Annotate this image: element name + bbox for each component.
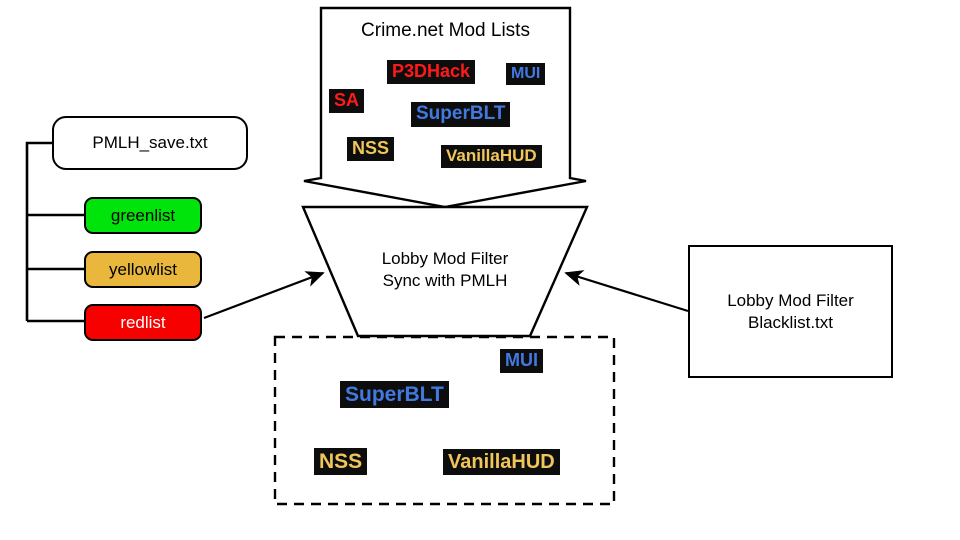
allowed-mods-dashed-box	[273, 335, 616, 506]
mod-chip-superblt: SuperBLT	[411, 102, 511, 127]
allowed-mod-chip-vanillahud: VanillaHUD	[443, 449, 560, 475]
allowed-mod-chip-superblt: SuperBLT	[340, 381, 449, 409]
mod-chip-sa: SA	[329, 89, 365, 113]
mod-chip-vanillahud: VanillaHUD	[441, 145, 542, 168]
pmlh-connector-tree	[25, 141, 84, 323]
blacklist-to-filter-arrow	[564, 270, 689, 313]
mod-chip-p3dhack: P3DHack	[387, 60, 476, 84]
mod-chip-nss: NSS	[347, 137, 395, 161]
pmlh-save-file-box: PMLH_save.txt	[52, 116, 248, 170]
yellowlist-node: yellowlist	[84, 251, 202, 288]
pmlh-save-file-label: PMLH_save.txt	[92, 133, 208, 152]
greenlist-label: greenlist	[110, 205, 176, 225]
redlist-to-filter-arrow	[203, 271, 325, 320]
blacklist-file-label-line2: Blacklist.txt	[747, 312, 834, 332]
allowed-mod-chip-mui: MUI	[500, 349, 543, 373]
yellowlist-label: yellowlist	[108, 259, 178, 279]
filter-funnel-label-line2: Sync with PMLH	[382, 271, 508, 290]
mod-chip-mui: MUI	[506, 63, 546, 85]
allowed-mod-chip-nss: NSS	[314, 448, 368, 476]
filter-funnel-label: Lobby Mod Filter Sync with PMLH	[343, 248, 547, 292]
blacklist-file-label: Lobby Mod Filter Blacklist.txt	[727, 290, 854, 334]
filter-funnel-label-line1: Lobby Mod Filter	[381, 249, 509, 268]
blacklist-file-label-line1: Lobby Mod Filter	[727, 290, 854, 310]
crimenet-title: Crime.net Mod Lists	[361, 20, 530, 41]
redlist-label: redlist	[120, 312, 166, 332]
redlist-node: redlist	[84, 304, 202, 341]
blacklist-file-box: Lobby Mod Filter Blacklist.txt	[688, 245, 893, 378]
greenlist-node: greenlist	[84, 197, 202, 234]
